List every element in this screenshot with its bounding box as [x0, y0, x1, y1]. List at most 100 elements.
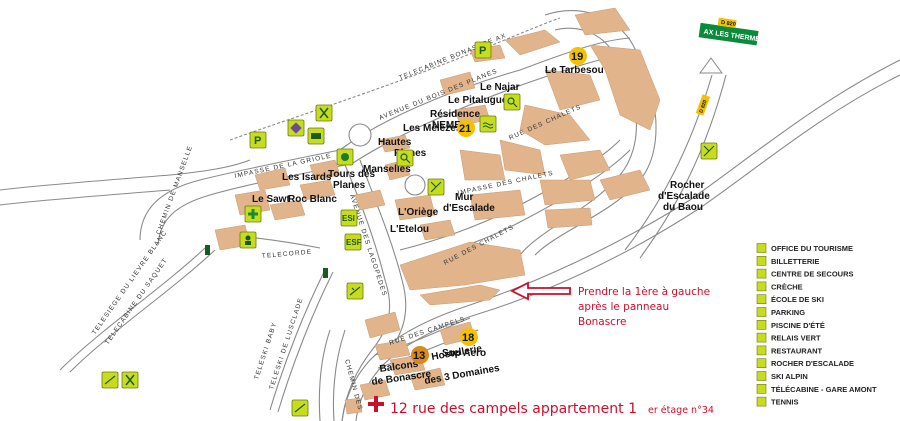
- label-balcons: Balcons: [379, 359, 419, 375]
- legend-item: PARKING: [756, 307, 805, 317]
- legend-label: TENNIS: [771, 398, 799, 407]
- legend-label: ROCHER D'ESCALADE: [771, 359, 854, 368]
- legend-item: PISCINE D'ÉTÉ: [756, 319, 825, 330]
- climbing-icon: [427, 178, 445, 196]
- map-icons: P P ESI ESF: [101, 41, 718, 417]
- label-les-isards: Les Isards: [282, 172, 332, 183]
- tourism-icon: [287, 119, 305, 137]
- legend-label: CENTRE DE SECOURS: [771, 270, 854, 279]
- label-sup-aero: Sup Aero: [442, 348, 486, 359]
- legend-label: TÉLÉCABINE - GARE AMONT: [771, 385, 877, 394]
- parking-icon: P: [249, 131, 267, 149]
- badge-13: 13: [413, 350, 425, 362]
- direction-annotation: Prendre la 1ère à gauche après le pannea…: [509, 281, 710, 328]
- roundabout: [348, 123, 372, 147]
- label-rocher-escalade: d'Escalade: [658, 191, 710, 202]
- esf-label: ESF: [346, 238, 362, 247]
- label-le-sawt: Le Sawt: [252, 194, 290, 205]
- label-le-pitalugue: Le Pitalugue: [448, 95, 508, 106]
- legend-item: RELAIS VERT: [756, 332, 821, 343]
- label-letelou: L'Etelou: [390, 224, 429, 235]
- creche-icon: [756, 281, 767, 292]
- legend-label: CRÈCHE: [771, 282, 803, 291]
- label-3-domaines: des 3 Domaines: [424, 363, 501, 387]
- ski-icon: [756, 371, 767, 381]
- gondola-icon: [756, 383, 767, 394]
- badge-19: 19: [571, 51, 583, 63]
- svg-text:P: P: [254, 135, 261, 147]
- green-relay-icon: [756, 332, 767, 343]
- restaurant-icon: [121, 371, 139, 389]
- map-legend: OFFICE DU TOURISME BILLETTERIE CENTRE DE S…: [756, 243, 877, 407]
- ticket-icon: [307, 127, 325, 145]
- legend-item: BILLETTERIE: [756, 255, 819, 266]
- legend-label: OFFICE DU TOURISME: [771, 244, 853, 253]
- label-le-tarbesou: Le Tarbesou: [545, 65, 604, 76]
- parking-icon: P: [474, 41, 492, 59]
- sign-code-small: D 820: [698, 99, 708, 114]
- climbing-icon: [700, 142, 718, 160]
- street-chemin-manselle: CHEMIN DE MANSELLE: [155, 144, 194, 235]
- ski-icon: [346, 282, 364, 300]
- climbing-icon: [756, 358, 767, 369]
- legend-label: RESTAURANT: [771, 346, 823, 355]
- label-d-escalade: d'Escalade: [443, 203, 495, 214]
- direction-line-2: après le panneau: [578, 301, 669, 313]
- legend-item: ÉCOLE DE SKI: [756, 294, 824, 305]
- street-teleski-lusclade: TELESKI DE LUSCLADE: [268, 297, 304, 391]
- street-telecorde: TELECORDE: [262, 249, 313, 260]
- svg-text:P: P: [479, 45, 486, 57]
- ski-icon: [101, 371, 119, 389]
- tennis-icon: [756, 396, 767, 407]
- label-manselles: Manselles: [363, 164, 411, 175]
- pool-icon: [479, 115, 497, 133]
- tennis-icon: [396, 149, 414, 167]
- legend-item: CRÈCHE: [756, 281, 803, 292]
- legend-item: SKI ALPIN: [756, 371, 808, 381]
- label-residence: Résidence: [430, 109, 480, 120]
- place-labels: Le Tarbesou Le Najar Le Pitalugue Réside…: [252, 65, 710, 388]
- pool-icon: [756, 319, 767, 330]
- ticket-icon: [756, 255, 767, 266]
- legend-label: PARKING: [771, 308, 805, 317]
- label-roc-blanc: Roc Blanc: [288, 194, 337, 205]
- legend-label: PISCINE D'ÉTÉ: [771, 321, 825, 330]
- first-aid-icon: [244, 205, 262, 223]
- legend-item: TENNIS: [756, 396, 799, 407]
- number-badges: 19 21 18 13: [411, 47, 587, 364]
- label-les-melezes: Les Mélèzes: [403, 123, 462, 134]
- legend-item: TÉLÉCABINE - GARE AMONT: [756, 383, 877, 394]
- first-aid-icon: [756, 268, 767, 279]
- label-le-najar: Le Najar: [480, 82, 520, 93]
- direction-line-3: Bonascre: [578, 316, 627, 328]
- legend-label: SKI ALPIN: [771, 372, 808, 381]
- label-du-baou: du Baou: [663, 202, 703, 213]
- legend-label: RELAIS VERT: [771, 334, 821, 343]
- tourism-icon: [756, 243, 767, 253]
- buildings: [214, 7, 661, 415]
- label-mur: Mur: [455, 192, 473, 203]
- sign-code: D 820: [721, 20, 736, 28]
- direction-line-1: Prendre la 1ère à gauche: [578, 286, 710, 298]
- label-hostellerie: Hostellerie: [431, 343, 484, 363]
- restaurant-icon: [756, 345, 767, 356]
- label-nemea: NEMEA: [432, 120, 468, 131]
- badge-21: 21: [459, 123, 471, 135]
- ski-school-icon: ESI: [340, 209, 358, 227]
- tennis-icon: [503, 93, 521, 111]
- label-tours-planes: Planes: [333, 180, 366, 191]
- label-rocher: Rocher: [670, 180, 705, 191]
- ski-school-icon: [756, 294, 767, 305]
- restaurant-icon: [315, 104, 333, 122]
- address-annotation: 12 rue des campels appartement 1 er étag…: [368, 396, 714, 417]
- address-small: er étage n°34: [648, 405, 714, 416]
- creche-icon: [239, 231, 257, 249]
- address-main: 12 rue des campels appartement 1: [390, 401, 637, 417]
- legend-item: ROCHER D'ESCALADE: [756, 358, 854, 369]
- label-tours-des: Tours des: [328, 169, 375, 180]
- legend-item: RESTAURANT: [756, 345, 823, 356]
- label-hautes: Hautes: [378, 137, 412, 148]
- legend-item: CENTRE DE SECOURS: [756, 268, 854, 279]
- green-relay-icon: [336, 148, 354, 166]
